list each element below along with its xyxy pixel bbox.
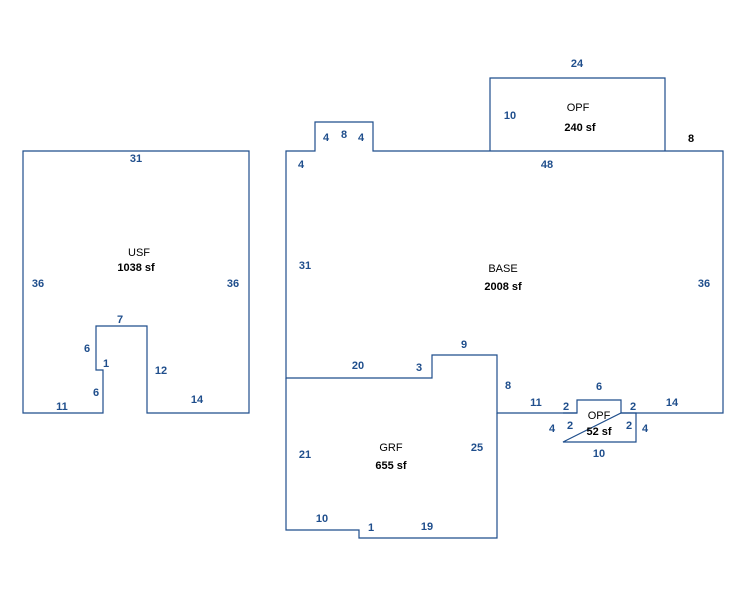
base-label: BASE	[488, 263, 517, 275]
usf-dim-notch-left-lower: 6	[93, 387, 99, 399]
opf-bottom-dim-bottom: 10	[593, 448, 605, 460]
opf-bottom-dim-right-step: 2	[630, 401, 636, 413]
opf-bottom-dim-left-outer: 4	[549, 423, 556, 435]
grf-area: 655 sf	[375, 460, 407, 472]
base-dim-left: 31	[299, 260, 311, 272]
usf-outline	[22, 150, 250, 414]
usf-area: 1038 sf	[117, 262, 155, 274]
base-dim-bottom-right: 14	[666, 397, 679, 409]
usf-dim-left: 36	[32, 278, 44, 290]
usf-dim-notch-top: 7	[117, 314, 123, 326]
base-dim-step-top: 9	[461, 339, 467, 351]
grf-dim-left: 21	[299, 449, 311, 461]
base-dim-left-upper: 4	[298, 159, 305, 171]
base-outline	[285, 121, 724, 414]
grf-outline	[285, 378, 498, 539]
opf-top-dim-top: 24	[571, 58, 584, 70]
usf-dim-notch-jog: 1	[103, 358, 109, 370]
usf-dim-bottom-left: 11	[56, 401, 68, 413]
grf-dim-jog: 1	[368, 522, 374, 534]
opf-bottom-dim-right-outer: 4	[642, 423, 649, 435]
base-dim-bump-right: 4	[358, 132, 365, 144]
base-dim-step-height: 3	[416, 362, 422, 374]
usf-dim-notch-right: 12	[155, 365, 167, 377]
base-dim-step-right: 8	[505, 380, 511, 392]
base-area: 2008 sf	[484, 281, 522, 293]
grf-dim-right: 25	[471, 442, 483, 454]
base-dim-right: 36	[698, 278, 710, 290]
usf-label: USF	[128, 247, 150, 259]
opf-top-outline	[489, 77, 666, 151]
opf-bottom-outline	[562, 412, 637, 443]
opf-bottom-dim-left-inner: 2	[567, 420, 573, 432]
base-dim-bottom-left: 20	[352, 360, 364, 372]
grf-dim-bottom-left: 10	[316, 513, 328, 525]
usf-dim-notch-left-upper: 6	[84, 343, 90, 355]
base-dim-bump-top: 8	[341, 129, 347, 141]
opf-bottom-dim-top: 6	[596, 381, 602, 393]
base-dim-top-right: 8	[688, 133, 694, 145]
opf-bottom-area: 52 sf	[586, 426, 611, 438]
opf-top-label: OPF	[567, 102, 590, 114]
opf-bottom-dim-left-step: 2	[563, 401, 569, 413]
opf-bottom-label: OPF	[588, 410, 611, 422]
usf-dim-top: 31	[130, 153, 142, 165]
opf-bottom-dim-right-inner: 2	[626, 420, 632, 432]
grf-label: GRF	[379, 442, 403, 454]
base-dim-bottom-mid: 11	[530, 397, 542, 409]
base-dim-bump-left: 4	[323, 132, 330, 144]
usf-dim-bottom-right: 14	[191, 394, 204, 406]
base-dim-top: 48	[541, 159, 553, 171]
opf-top-dim-left: 10	[504, 110, 516, 122]
usf-dim-right: 36	[227, 278, 239, 290]
opf-top-area: 240 sf	[564, 122, 596, 134]
grf-dim-bottom-right: 19	[421, 521, 433, 533]
